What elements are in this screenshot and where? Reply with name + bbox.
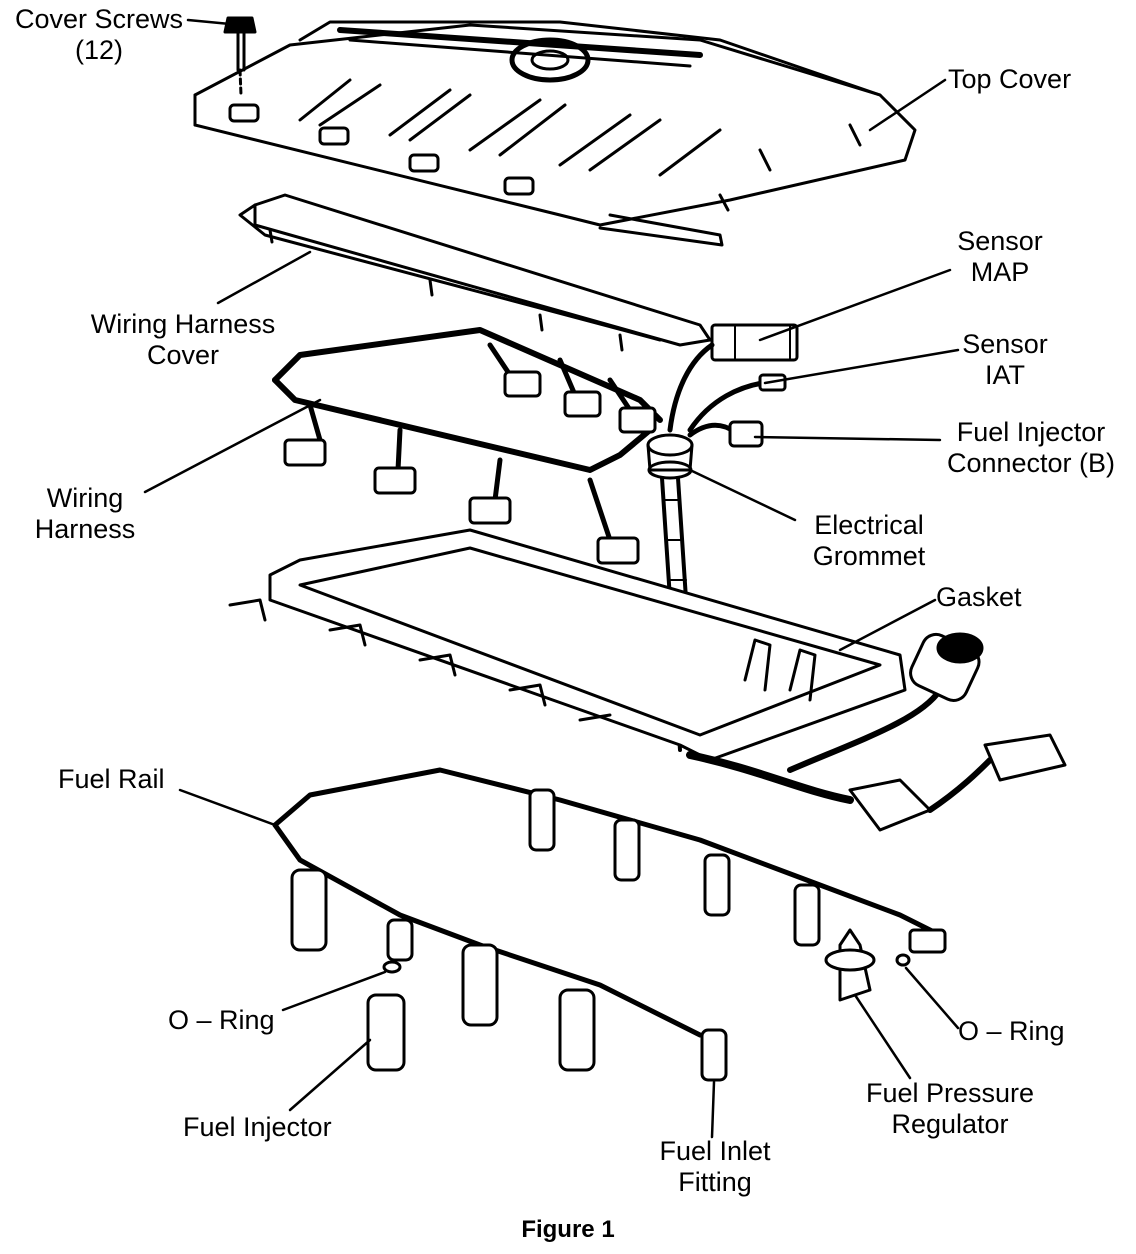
- o-ring-regulator-shapes: [382, 928, 947, 1002]
- label-line: Fuel Injector: [956, 417, 1106, 447]
- top-cover-shape: [193, 20, 917, 247]
- label-line: Gasket: [936, 582, 1022, 612]
- label-line: MAP: [970, 257, 1030, 287]
- label-line: Sensor: [957, 226, 1043, 256]
- label-line: O – Ring: [168, 1005, 275, 1035]
- label-line: Grommet: [812, 541, 926, 571]
- leader-lines: [143, 18, 960, 1139]
- label-line: (12): [74, 35, 123, 65]
- label-sensor-map: Sensor MAP: [940, 226, 1060, 288]
- label-sensor-iat: Sensor IAT: [945, 329, 1065, 391]
- label-o-ring-right: O – Ring: [958, 1016, 1065, 1047]
- label-line: Sensor: [962, 329, 1048, 359]
- label-line: Electrical: [814, 510, 924, 540]
- label-wiring-harness: Wiring Harness: [22, 483, 148, 545]
- label-line: Fitting: [678, 1167, 752, 1197]
- label-line: IAT: [985, 360, 1025, 390]
- label-wiring-harness-cover: Wiring Harness Cover: [78, 309, 288, 371]
- label-line: Fuel Rail: [58, 764, 165, 794]
- label-o-ring-left: O – Ring: [168, 1005, 275, 1036]
- wiring-harness-shape: [272, 323, 799, 565]
- label-line: Wiring Harness: [90, 309, 276, 339]
- cover-screw-shape: [223, 16, 257, 97]
- label-line: Cover: [146, 340, 220, 370]
- label-fuel-rail: Fuel Rail: [58, 764, 165, 795]
- label-line: Fuel Pressure: [865, 1078, 1035, 1108]
- label-line: Connector (B): [946, 448, 1116, 478]
- label-line: Top Cover: [948, 64, 1072, 94]
- label-line: Fuel Inlet: [659, 1136, 771, 1166]
- injectors-front-row: [290, 868, 728, 1082]
- injectors-back-row: [528, 788, 821, 947]
- harness-exit-cable-shape: [686, 632, 1067, 832]
- label-cover-screws: Cover Screws (12): [0, 4, 198, 66]
- label-line: Wiring: [46, 483, 124, 513]
- label-line: Fuel Injector: [183, 1112, 332, 1142]
- label-top-cover: Top Cover: [948, 64, 1071, 95]
- label-line: Harness: [34, 514, 136, 544]
- label-fuel-injector: Fuel Injector: [183, 1112, 332, 1143]
- label-fuel-pressure-regulator: Fuel Pressure Regulator: [852, 1078, 1048, 1140]
- label-electrical-grommet: Electrical Grommet: [797, 510, 941, 572]
- label-line: O – Ring: [958, 1016, 1065, 1046]
- gasket-shape: [228, 528, 907, 762]
- label-line: Cover Screws: [14, 4, 184, 34]
- label-gasket: Gasket: [936, 582, 1022, 613]
- figure-caption: Figure 1: [521, 1216, 615, 1243]
- wiring-harness-cover-shape: [238, 193, 712, 352]
- label-fuel-injector-connector: Fuel Injector Connector (B): [936, 417, 1126, 479]
- label-line: Regulator: [891, 1109, 1009, 1139]
- label-fuel-inlet-fitting: Fuel Inlet Fitting: [646, 1136, 784, 1198]
